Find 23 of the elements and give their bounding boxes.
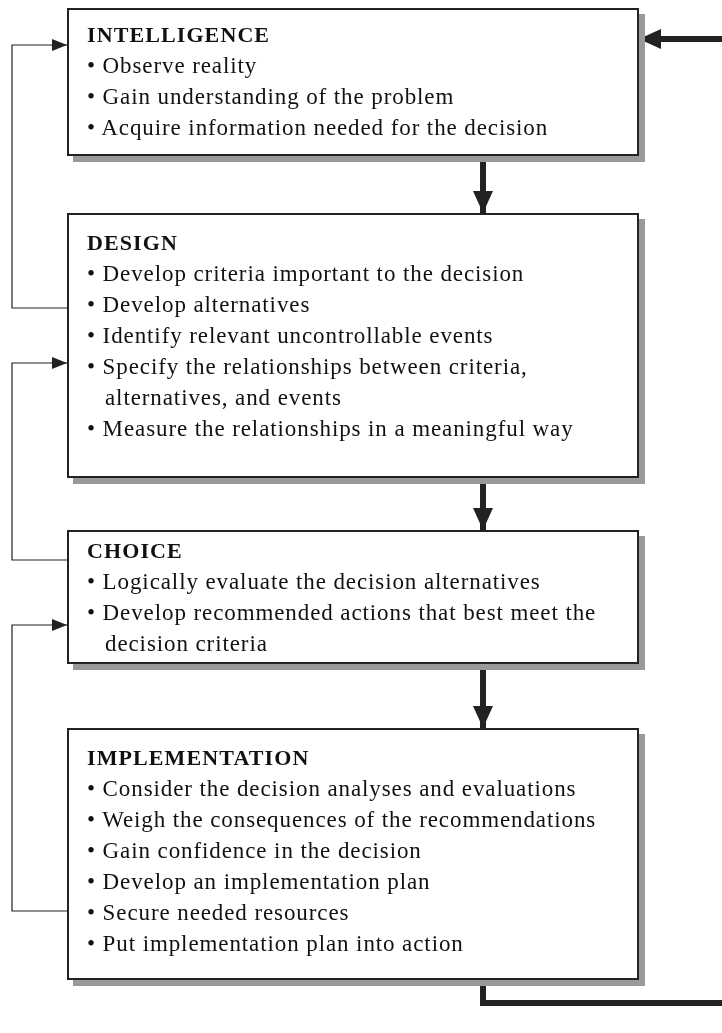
bullet-item: • Observe reality: [87, 52, 259, 80]
arrow: [11, 39, 68, 309]
bullet-item: • Secure needed resources: [87, 899, 351, 927]
bullet-item: • Develop criteria important to the decision: [87, 260, 526, 288]
bullet-item: • Gain understanding of the problem: [87, 83, 456, 111]
bullet-item: • Measure the relationships in a meaningful way: [87, 415, 575, 443]
bullet-item: • Acquire information needed for the decision: [87, 114, 550, 142]
arrow: [11, 619, 68, 912]
box-heading: CHOICE: [87, 537, 184, 565]
bullet-item: • Specify the relationships between criteria, alternatives, and events: [87, 353, 529, 412]
arrow: [11, 357, 68, 561]
bullet-item: • Put implementation plan into action: [87, 930, 465, 958]
bullet-item: • Develop alternatives: [87, 291, 312, 319]
bullet-item: • Identify relevant uncontrollable events: [87, 322, 495, 350]
bullet-item: • Weigh the consequences of the recommendations: [87, 806, 598, 834]
box-heading: DESIGN: [87, 229, 179, 257]
box-heading: IMPLEMENTATION: [87, 744, 311, 772]
bullet-item: • Develop recommended actions that best meet the decision criteria: [87, 599, 598, 658]
bullet-item: • Develop an implementation plan: [87, 868, 432, 896]
bullet-item: • Consider the decision analyses and evaluations: [87, 775, 578, 803]
bullet-item: • Gain confidence in the decision: [87, 837, 423, 865]
bullet-item: • Logically evaluate the decision alternatives: [87, 568, 542, 596]
box-heading: INTELLIGENCE: [87, 21, 272, 49]
